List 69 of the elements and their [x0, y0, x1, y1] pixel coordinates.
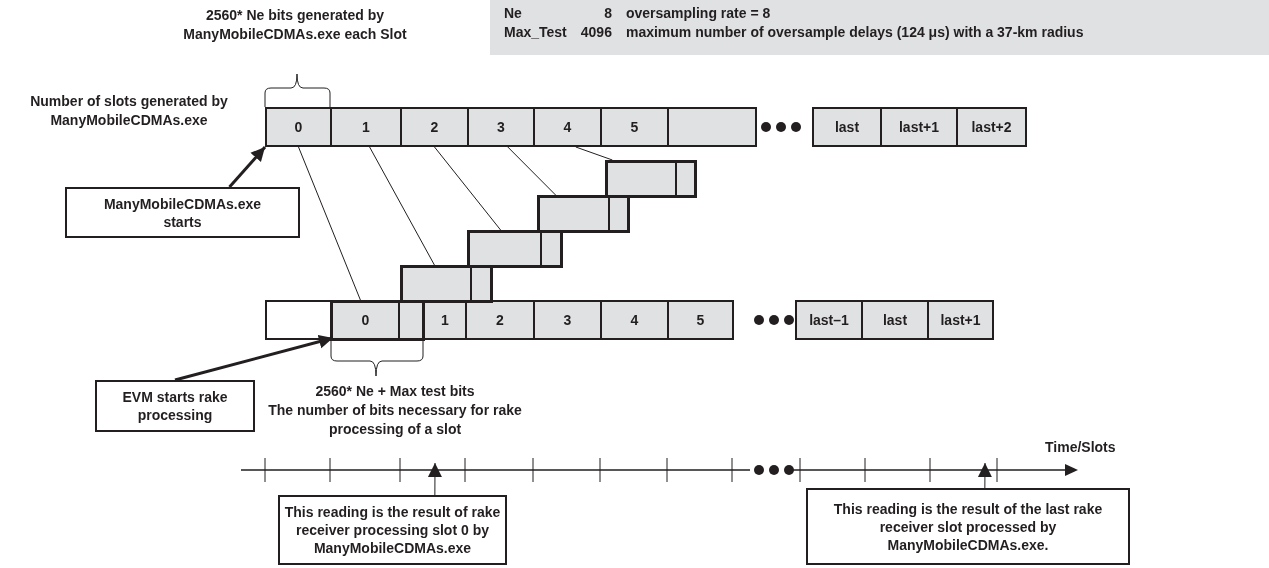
- slot-label: 2: [430, 117, 439, 137]
- annotation-text: The number of bits necessary for rake processing of a slot: [267, 401, 523, 439]
- parameter-text: Ne: [504, 4, 523, 23]
- processing-window-box: [400, 265, 493, 303]
- callout-text: ManyMobileCDMAs.exe starts: [102, 194, 263, 231]
- slot-cell: [861, 300, 929, 340]
- processing-window-box: [467, 230, 563, 268]
- slot-cell: [880, 107, 958, 147]
- annotation-text: 2560* Ne bits generated by ManyMobileCDMAs.exe each Slot: [182, 6, 408, 44]
- callout-text: This reading is the result of rake receiver processing slot 0 by ManyMobileCDMAs.exe: [284, 503, 501, 557]
- slot-label: last+2: [971, 117, 1012, 137]
- callout-text: This reading is the result of the last rake receiver slot processed by ManyMobileCDMAs.exe.: [832, 499, 1104, 554]
- slot-cell: [812, 107, 882, 147]
- processing-window-box: [537, 195, 630, 233]
- connector-line: [369, 146, 435, 266]
- slot-label: 1: [441, 310, 449, 330]
- slot-cell: [667, 300, 734, 340]
- parameter-panel: [490, 0, 1269, 55]
- parameter-text: 4096: [580, 23, 612, 42]
- connector-line: [434, 146, 502, 231]
- annotation-text: Time/Slots: [1045, 438, 1116, 457]
- slot-label: last+1: [940, 310, 981, 330]
- slot-cell: [400, 107, 469, 147]
- slot-label: 4: [563, 117, 572, 137]
- slot-label: 3: [497, 117, 505, 137]
- slot-label: 5: [630, 117, 639, 137]
- slot-label: 1: [362, 117, 370, 137]
- arrow: [427, 462, 442, 496]
- slot-cell: [927, 300, 994, 340]
- processing-window-box: [605, 160, 697, 198]
- slot-cell: [667, 107, 757, 147]
- annotation-text: 2560* Ne + Max test bits: [314, 382, 476, 401]
- parameter-text: 8: [603, 4, 612, 23]
- slot-cell: [467, 107, 535, 147]
- parameter-text: oversampling rate = 8: [625, 4, 772, 23]
- parameter-text: Max_Test: [504, 23, 567, 42]
- processing-window-box: [330, 300, 425, 341]
- slot-label: last–1: [809, 310, 849, 330]
- slot-label: 4: [630, 310, 639, 330]
- arrow: [977, 462, 992, 489]
- slot-label: 0: [294, 117, 303, 137]
- slot-label: 3: [563, 310, 572, 330]
- slot-cell: [465, 300, 535, 340]
- callout-box: [278, 495, 507, 565]
- slot-cell: [600, 300, 669, 340]
- slot-label: last: [882, 310, 908, 330]
- arrow: [228, 146, 267, 188]
- connector-line: [298, 146, 361, 301]
- slot-label: 0: [361, 311, 370, 330]
- slot-label: last: [834, 117, 860, 137]
- slot-cell: [533, 107, 602, 147]
- slot-cell: [265, 107, 332, 147]
- connector-line: [575, 146, 613, 161]
- callout-box: [95, 380, 255, 432]
- slot-label: last+1: [898, 117, 940, 137]
- slot-cell: [600, 107, 669, 147]
- annotation-text: Number of slots generated by ManyMobileCDMAs.exe: [29, 92, 229, 130]
- parameter-text: maximum number of oversample delays (124 μs) with a 37-km radius: [625, 23, 1085, 42]
- slot-label: 5: [696, 310, 705, 330]
- slot-cell: [330, 107, 402, 147]
- slot-cell: [533, 300, 602, 340]
- slot-cell: [265, 300, 332, 340]
- slot-label: 2: [496, 310, 504, 330]
- slot-cell: [795, 300, 863, 340]
- slot-cell: [956, 107, 1027, 147]
- callout-text: EVM starts rake processing: [121, 388, 229, 424]
- callout-box: [806, 488, 1130, 565]
- callout-box: [65, 187, 300, 238]
- connector-line: [507, 146, 557, 196]
